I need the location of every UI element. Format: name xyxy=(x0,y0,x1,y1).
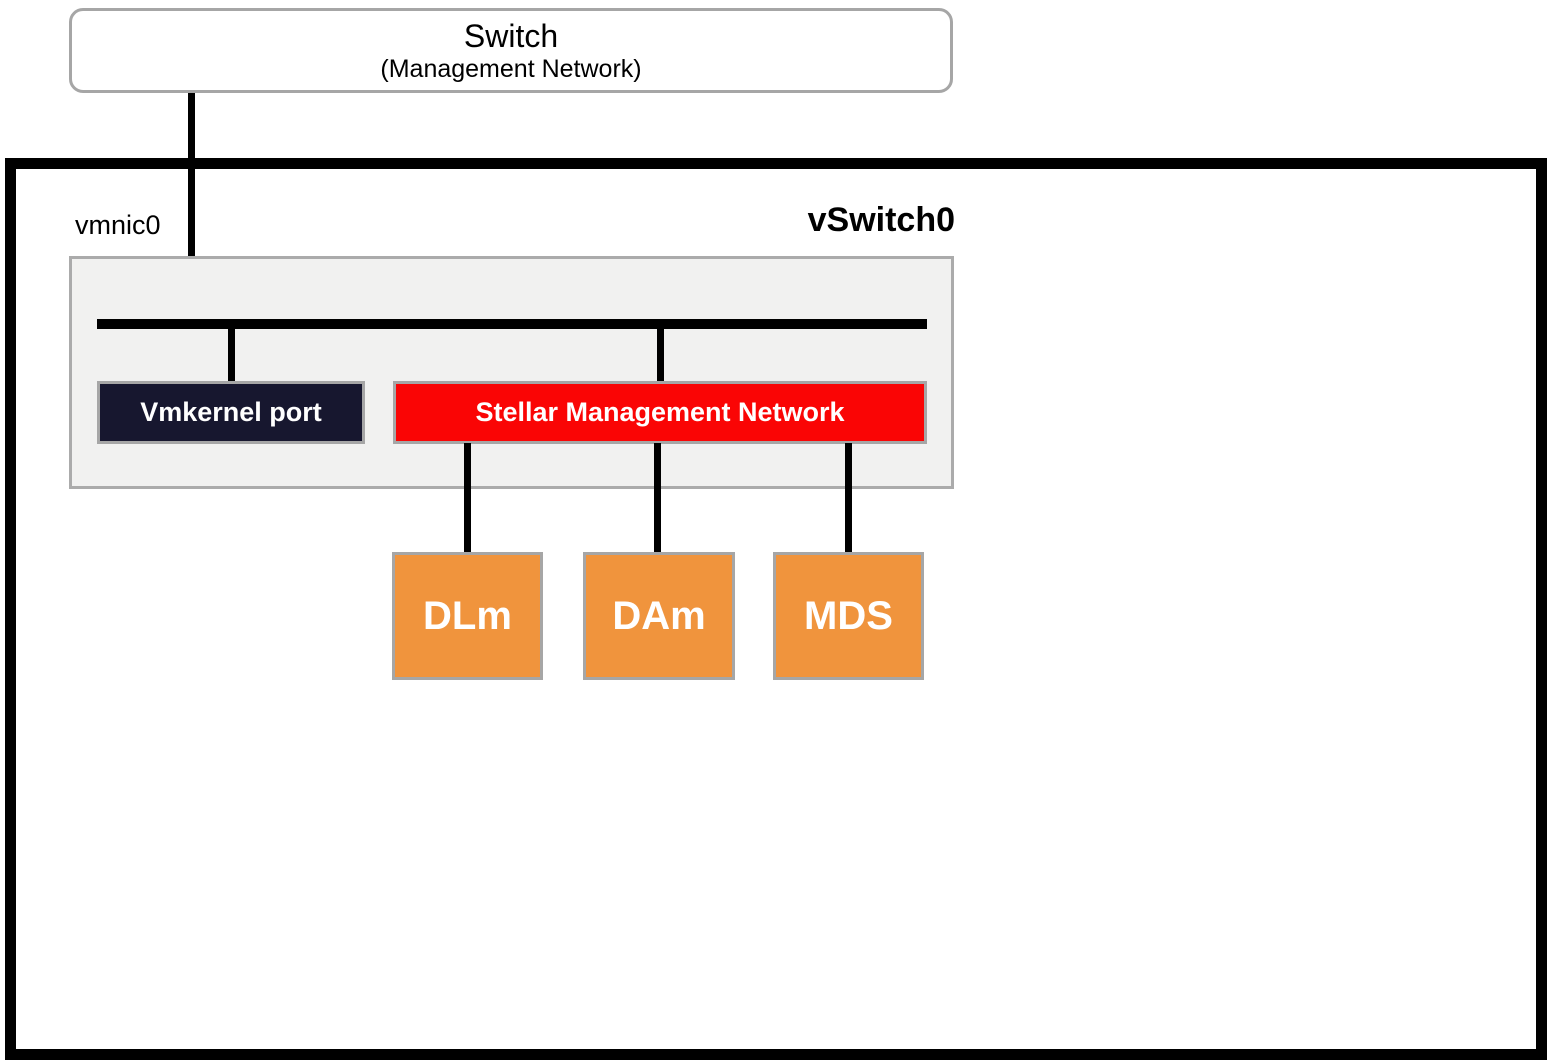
vm-label-dam: DAm xyxy=(612,593,706,638)
vswitch0-box xyxy=(69,256,954,489)
physical-switch-box: Switch (Management Network) xyxy=(69,8,953,93)
uplink-connector-line xyxy=(188,93,195,323)
vm-connector-line-dam xyxy=(654,443,661,554)
vswitch0-label: vSwitch0 xyxy=(807,201,955,239)
vmkernel-port-label: Vmkernel port xyxy=(140,397,322,427)
vmkernel-port-box: Vmkernel port xyxy=(97,381,365,444)
host-outer-box xyxy=(5,158,1547,1060)
portgroup-connector-line xyxy=(657,327,664,384)
switch-title: Switch xyxy=(463,17,559,54)
vm-box-dlm: DLm xyxy=(392,552,543,680)
vm-label-mds: MDS xyxy=(804,593,893,638)
vm-box-dam: DAm xyxy=(583,552,735,680)
portgroup-label: Stellar Management Network xyxy=(475,397,845,427)
vm-connector-line-mds xyxy=(845,443,852,554)
switch-subtitle: (Management Network) xyxy=(380,54,642,83)
portgroup-box: Stellar Management Network xyxy=(393,381,927,444)
vmnic0-label: vmnic0 xyxy=(75,210,161,240)
vm-label-dlm: DLm xyxy=(423,593,512,638)
vswitch-bus-bar xyxy=(97,319,927,329)
vm-connector-line-dlm xyxy=(464,443,471,554)
vmkernel-connector-line xyxy=(228,327,235,383)
vm-box-mds: MDS xyxy=(773,552,924,680)
